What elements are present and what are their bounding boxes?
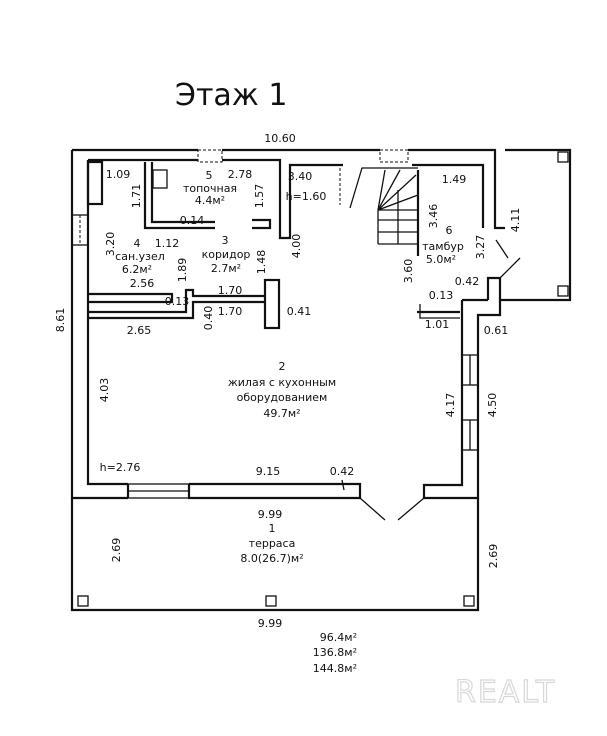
room-2-number: 2 xyxy=(279,360,286,373)
room-3-area: 2.7м² xyxy=(211,262,241,275)
dim-1-71: 1.71 xyxy=(130,184,143,209)
dim-2-56: 2.56 xyxy=(130,277,155,290)
dim-4-50: 4.50 xyxy=(486,393,499,418)
total-area-2: 136.8м² xyxy=(313,646,357,659)
dim-3-27: 3.27 xyxy=(474,235,487,260)
dim-top-overall: 10.60 xyxy=(264,132,296,145)
total-area-3: 144.8м² xyxy=(313,662,357,675)
room-5-number: 5 xyxy=(206,169,213,182)
dim-1-70-b: 1.70 xyxy=(218,305,243,318)
room-4-number: 4 xyxy=(134,237,141,250)
room-6-name: тамбур xyxy=(422,240,464,253)
room-1-name: терраса xyxy=(249,537,296,550)
dim-1-70-a: 1.70 xyxy=(218,284,243,297)
dim-9-99-top: 9.99 xyxy=(258,508,283,521)
dim-9-99-bottom: 9.99 xyxy=(258,617,283,630)
room-5-name: топочная xyxy=(183,182,237,195)
room-6-area: 5.0м² xyxy=(426,253,456,266)
dim-0-61: 0.61 xyxy=(484,324,509,337)
dim-0-13-left: 0.13 xyxy=(165,295,190,308)
room-1-area: 8.0(26.7)м² xyxy=(240,552,303,565)
room-2-area: 49.7м² xyxy=(263,407,300,420)
dim-0-42-bottom: 0.42 xyxy=(330,465,355,478)
room-6-number: 6 xyxy=(446,224,453,237)
dim-0-14: 0.14 xyxy=(180,214,205,227)
room-3-number: 3 xyxy=(222,234,229,247)
dim-2-69-right: 2.69 xyxy=(487,544,500,569)
h-stair: h=1.60 xyxy=(286,190,327,203)
dim-4-17: 4.17 xyxy=(444,393,457,418)
dimension-labels: 10.60 8.61 1.09 2.78 1.71 1.57 0.14 3.20… xyxy=(54,132,522,630)
dim-1-48: 1.48 xyxy=(255,250,268,275)
dim-3-60: 3.60 xyxy=(402,259,415,284)
room-2-name-line2: оборудованием xyxy=(237,391,328,404)
dim-1-01: 1.01 xyxy=(425,318,450,331)
area-totals: 96.4м² 136.8м² 144.8м² xyxy=(313,631,357,675)
room-4-area: 6.2м² xyxy=(122,263,152,276)
dim-1-89: 1.89 xyxy=(176,258,189,283)
dim-3-20: 3.20 xyxy=(104,232,117,257)
dim-0-42-top: 0.42 xyxy=(455,275,480,288)
dim-0-13-right: 0.13 xyxy=(429,289,454,302)
outer-walls xyxy=(70,148,572,612)
dim-1-57: 1.57 xyxy=(253,184,266,209)
h-room: h=2.76 xyxy=(100,461,141,474)
room-1-number: 1 xyxy=(269,522,276,535)
dim-3-46: 3.46 xyxy=(427,204,440,229)
room-3-name: коридор xyxy=(202,248,251,261)
dim-1-49: 1.49 xyxy=(442,173,467,186)
dim-3-40: 3.40 xyxy=(288,170,313,183)
room-5-area: 4.4м² xyxy=(195,194,225,207)
dim-1-12: 1.12 xyxy=(155,237,180,250)
room-4-name: сан.узел xyxy=(115,250,165,263)
dim-2-65: 2.65 xyxy=(127,324,152,337)
dim-4-11: 4.11 xyxy=(509,208,522,233)
dim-0-41: 0.41 xyxy=(287,305,312,318)
dim-2-78: 2.78 xyxy=(228,168,253,181)
dim-0-40: 0.40 xyxy=(202,306,215,331)
dim-2-69-left: 2.69 xyxy=(110,538,123,563)
room-labels: 5 топочная 4.4м² 4 сан.узел 6.2м² 3 кори… xyxy=(115,169,464,565)
dim-9-15: 9.15 xyxy=(256,465,281,478)
room-2-name-line1: жилая с кухонным xyxy=(228,376,336,389)
floor-title: Этаж 1 xyxy=(175,78,287,113)
dim-4-03: 4.03 xyxy=(98,378,111,403)
dim-4-00: 4.00 xyxy=(290,234,303,259)
watermark-logo: REALT xyxy=(455,675,556,710)
dim-left-overall: 8.61 xyxy=(54,308,67,333)
interior-walls xyxy=(86,160,460,330)
total-area-1: 96.4м² xyxy=(320,631,357,644)
dim-1-09: 1.09 xyxy=(106,168,131,181)
